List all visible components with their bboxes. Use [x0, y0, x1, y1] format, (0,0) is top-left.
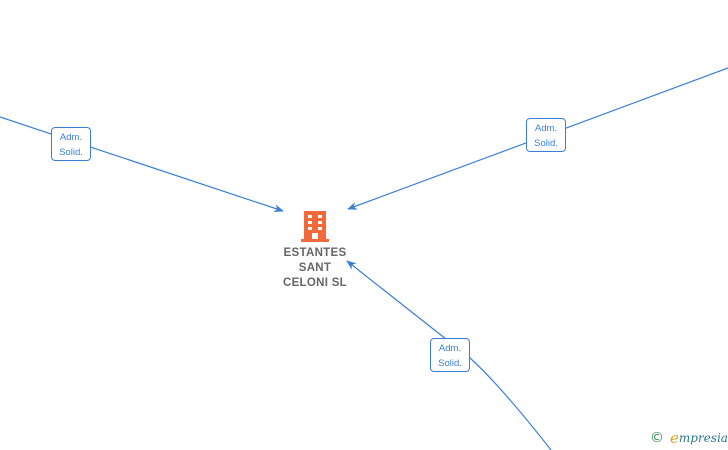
brand-logo-initial: e	[670, 429, 679, 447]
edge-label-right[interactable]: Adm. Solid.	[526, 118, 566, 152]
brand-logo-text: mpresia	[678, 431, 728, 445]
edge-label-line: Solid.	[534, 138, 558, 149]
edge-line-bottom	[346, 260, 552, 450]
building-icon	[301, 211, 329, 242]
company-name-line: SANT	[298, 262, 332, 274]
edge-label-bottom[interactable]: Adm. Solid.	[430, 338, 470, 372]
company-name-line: ESTANTES	[283, 247, 347, 259]
edge-label-line: Solid.	[438, 358, 462, 369]
edge-label-left[interactable]: Adm. Solid.	[51, 127, 91, 161]
company-node[interactable]: ESTANTES SANT CELONI SL	[265, 208, 365, 291]
edge-label-line: Adm.	[534, 123, 558, 134]
edge-label-line: Solid.	[59, 147, 83, 158]
brand-watermark: © e mpresia	[650, 428, 728, 448]
edge-label-line: Adm.	[438, 343, 462, 354]
edge-line-left	[0, 116, 284, 212]
company-name[interactable]: ESTANTES SANT CELONI SL	[265, 246, 365, 291]
copyright-icon: ©	[650, 430, 664, 446]
company-name-line: CELONI SL	[282, 277, 348, 289]
edge-label-line: Adm.	[59, 132, 83, 143]
